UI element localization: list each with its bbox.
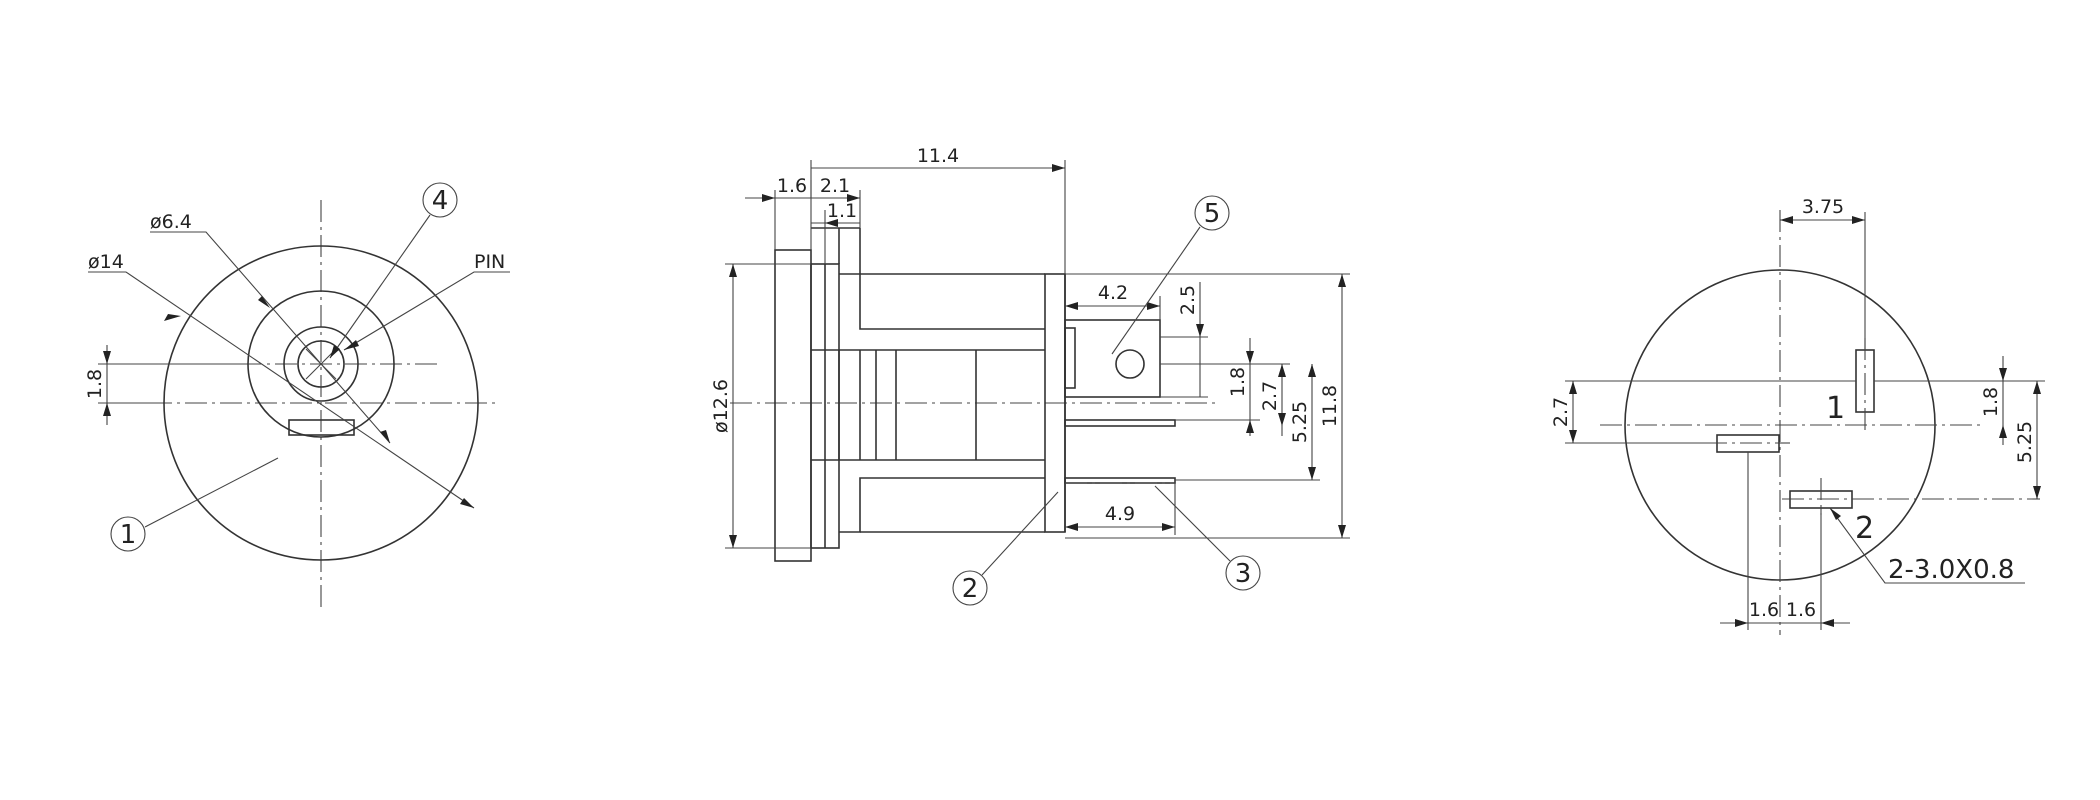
socket-circle [247, 290, 395, 438]
dim-3-75-arrow-b [1852, 216, 1865, 224]
pin-2-label: 2 [1855, 511, 1874, 546]
pin-label: PIN [474, 251, 505, 273]
dim-side-2-7-label: 2.7 [1259, 381, 1281, 411]
dim-rear-5-25-arrow-b [2033, 486, 2041, 499]
balloon-3-leader [1154, 485, 1231, 562]
dim-side-5-25-arrow-a [1308, 364, 1316, 377]
phi14-label: ø14 [88, 251, 124, 273]
dim-side-1-8-arrow-b [1246, 420, 1254, 433]
dim-2-1-label: 2.1 [820, 175, 850, 197]
dim-11-4-arrow-b [1052, 164, 1065, 172]
dim-1-1-label: 1.1 [827, 200, 857, 222]
dim-4-2-label: 4.2 [1098, 282, 1128, 304]
dim-rear-2-7-arrow-a [1569, 381, 1577, 394]
dim-1-8-arrow-b [103, 403, 111, 416]
flange [774, 249, 812, 562]
phi6-4-leader [150, 231, 391, 444]
terminal-middle [1064, 419, 1176, 427]
dim-1-6-arrow-a [762, 194, 775, 202]
pin-hole-outer [283, 326, 359, 402]
balloon-1-circle [110, 516, 146, 552]
terminal-5-base [1064, 327, 1076, 389]
pin-1-label: 1 [1826, 391, 1845, 426]
side-view: 11.4 1.6 2.1 1.1 ø12.6 4.2 2.5 [710, 145, 1350, 606]
dim-11-8-label: 11.8 [1319, 385, 1341, 427]
balloon-4-leader [329, 214, 431, 359]
dim-4-2-arrow-a [1065, 302, 1078, 310]
balloon-4-circle [422, 182, 458, 218]
dim-phi12-6-label: ø12.6 [710, 379, 732, 433]
dim-phi12-6-arrow-b [729, 535, 737, 548]
pin-arrow [344, 340, 359, 350]
dim-4-2-arrow-b [1147, 302, 1160, 310]
dim-side-2-7-arrow-b [1278, 413, 1286, 426]
rear-view: 1 2 2-3.0X0.8 3.75 2.7 1.8 [1550, 196, 2045, 635]
balloon-5-label: 5 [1204, 199, 1221, 229]
dim-rear-5-25-arrow-a [2033, 381, 2041, 394]
balloon-5-leader [1111, 226, 1201, 355]
terminal-5 [1064, 319, 1161, 398]
dim-1-1-arrow-a [825, 219, 838, 227]
slot-spec-arrow [1830, 508, 1841, 520]
terminal-3 [1064, 477, 1176, 484]
dim-1-6-arrow-a [1735, 619, 1748, 627]
dim-11-8-arrow-b [1338, 525, 1346, 538]
balloon-3-circle [1225, 555, 1261, 591]
dim-1-8-arrow-a [103, 351, 111, 364]
dim-phi12-6-arrow-a [729, 264, 737, 277]
dim-side-5-25-label: 5.25 [1289, 401, 1311, 443]
phi6-4-label: ø6.4 [150, 211, 192, 233]
dim-2-1-arrow-b [847, 194, 860, 202]
balloon-2-circle [952, 570, 988, 606]
dim-4-9-arrow-a [1065, 523, 1078, 531]
dim-side-2-7-arrow-a [1278, 364, 1286, 377]
dim-rear-5-25-label: 5.25 [2014, 421, 2036, 463]
balloon-4-arrow [330, 345, 340, 358]
pin-hole-inner [297, 340, 345, 388]
housing-bottom [839, 477, 1045, 533]
key-tab [288, 419, 355, 436]
dim-3-75-arrow-a [1780, 216, 1793, 224]
slot-spec-label: 2-3.0X0.8 [1888, 555, 2014, 585]
dim-4-9-arrow-b [1162, 523, 1175, 531]
dim-2-5-label: 2.5 [1177, 285, 1199, 315]
balloon-5-circle [1194, 195, 1230, 231]
dim-2-5-arrow [1196, 324, 1204, 337]
dim-1-6-label-b: 1.6 [1786, 599, 1816, 621]
terminal-5-hole [1115, 349, 1145, 379]
dim-rear-1-8-label: 1.8 [1980, 387, 2002, 417]
balloon-1-label: 1 [120, 520, 137, 550]
dim-1-6-label: 1.6 [777, 175, 807, 197]
slot-spec-leader [1829, 507, 2025, 584]
dim-rear-2-7-label: 2.7 [1550, 397, 1572, 427]
dim-1-6-arrow-b [1821, 619, 1834, 627]
body-outline-circle [163, 245, 479, 561]
dim-side-1-8-label: 1.8 [1227, 367, 1249, 397]
pin-leader [343, 271, 510, 351]
dim-4-9-label: 4.9 [1105, 503, 1135, 525]
dim-1-6-label-a: 1.6 [1749, 599, 1779, 621]
balloon-2-label: 2 [962, 574, 979, 604]
dim-rear-1-8-arrow-b [1999, 425, 2007, 438]
phi14-leader [88, 271, 475, 509]
dim-11-4-label: 11.4 [917, 145, 959, 167]
balloon-1-leader [144, 457, 279, 528]
phi14-arrow-b [460, 498, 474, 508]
dim-side-5-25-arrow-b [1308, 467, 1316, 480]
balloon-2-leader [981, 491, 1059, 576]
dim-11-8-arrow-a [1338, 274, 1346, 287]
phi6-4-arrow-b [380, 430, 390, 443]
dim-side-1-8-arrow-a [1246, 351, 1254, 364]
balloon-4-label: 4 [432, 186, 449, 216]
dim-3-75-label: 3.75 [1802, 196, 1844, 218]
balloon-3-label: 3 [1235, 559, 1252, 589]
dim-rear-1-8-arrow-a [1999, 368, 2007, 381]
housing-top [839, 273, 1045, 330]
phi6-4-arrow-a [258, 296, 270, 308]
dim-1-8-label: 1.8 [84, 369, 106, 399]
phi14-arrow-a [164, 314, 181, 321]
front-view: ø14 ø6.4 PIN 4 1 1.8 [84, 182, 510, 610]
dim-rear-2-7-arrow-b [1569, 430, 1577, 443]
